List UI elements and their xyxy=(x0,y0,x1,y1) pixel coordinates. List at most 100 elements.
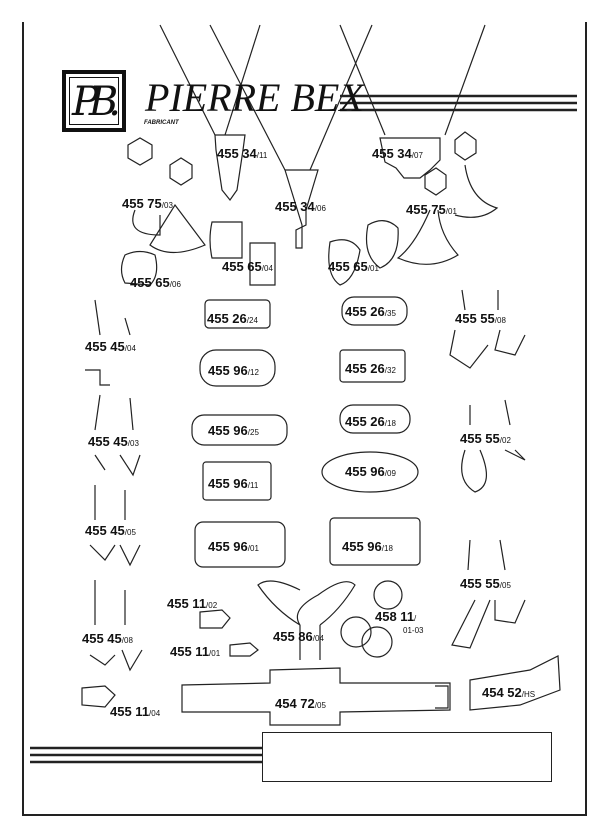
item-variant: /04 xyxy=(149,709,161,718)
item-code-label: 455 86/04 xyxy=(273,630,324,646)
item-variant: /08 xyxy=(121,636,133,645)
item-code: 455 96 xyxy=(208,363,248,378)
item-code-label: 455 96/18 xyxy=(342,540,393,556)
item-code-label: 455 65/04 xyxy=(222,260,273,276)
item-code-label: 455 26/18 xyxy=(345,415,396,431)
item-code-label: 455 11/01 xyxy=(170,645,220,661)
item-code-label: 455 45/03 xyxy=(88,435,139,451)
item-code: 455 45 xyxy=(82,631,122,646)
item-variant: /18 xyxy=(384,419,396,428)
item-code: 455 96 xyxy=(208,423,248,438)
item-code-label: 455 34/07 xyxy=(372,147,423,163)
pendant-45534-07 xyxy=(379,137,441,179)
item-code: 455 11 xyxy=(167,596,207,611)
item-variant: /02 xyxy=(206,601,218,610)
item-variant: /01 xyxy=(445,207,457,216)
item-variant: /25 xyxy=(247,428,259,437)
item-code: 455 96 xyxy=(208,476,248,491)
item-variant: /01 xyxy=(209,649,221,658)
plaques-45526-45596 xyxy=(191,296,421,568)
item-code: 455 96 xyxy=(345,464,385,479)
item-code: 454 52 xyxy=(482,685,522,700)
item-variant: /11 xyxy=(247,481,259,490)
item-variant: /04 xyxy=(312,634,324,643)
item-variant-range: 01-03 xyxy=(403,626,424,635)
item-code: 454 72 xyxy=(275,696,315,711)
earrings-45545 xyxy=(85,299,143,672)
item-variant: /07 xyxy=(411,151,423,160)
item-variant: /11 xyxy=(256,151,268,160)
item-variant: /HS xyxy=(521,690,536,699)
brand-monogram: PB. xyxy=(72,79,121,125)
item-code-label: 455 96/25 xyxy=(208,424,259,440)
item-code-label: 455 65/01 xyxy=(328,260,379,276)
item-code: 455 26 xyxy=(345,414,385,429)
brand-subtitle: FABRICANT xyxy=(144,120,179,126)
item-code: 455 96 xyxy=(208,539,248,554)
item-code: 455 75 xyxy=(122,196,162,211)
brooches-45565 xyxy=(120,220,399,286)
item-variant: /04 xyxy=(261,264,273,273)
item-code: 455 55 xyxy=(455,311,495,326)
item-code-label: 455 96/12 xyxy=(208,364,259,380)
item-variant: /06 xyxy=(314,204,326,213)
item-code: 455 26 xyxy=(207,311,247,326)
item-variant: /05 xyxy=(124,528,136,537)
item-code: 455 45 xyxy=(88,434,128,449)
earrings-45575 xyxy=(127,131,499,265)
item-code: 455 11 xyxy=(110,704,150,719)
butterfly-45586-04 xyxy=(257,580,356,660)
item-variant: /03 xyxy=(161,201,173,210)
page-frame xyxy=(22,22,587,816)
item-code-label: 455 11/04 xyxy=(110,705,160,721)
item-code-label: 455 26/24 xyxy=(207,312,258,328)
item-code: 455 34 xyxy=(275,199,315,214)
item-code-label: 455 45/05 xyxy=(85,524,136,540)
item-variant: /32 xyxy=(384,366,396,375)
footer-rules xyxy=(30,746,262,764)
item-code: 455 96 xyxy=(342,539,382,554)
item-code-label: 455 96/01 xyxy=(208,540,259,556)
item-code-label: 455 45/08 xyxy=(82,632,133,648)
item-code-label: 455 75/01 xyxy=(406,203,457,219)
item-variant: / xyxy=(414,614,417,623)
item-code: 455 26 xyxy=(345,361,385,376)
item-code: 455 65 xyxy=(328,259,368,274)
item-code-label: 455 96/11 xyxy=(208,477,258,493)
item-variant: /04 xyxy=(124,344,136,353)
item-code-label: 455 75/03 xyxy=(122,197,173,213)
item-variant: /12 xyxy=(247,368,259,377)
item-code-label: 455 34/06 xyxy=(275,200,326,216)
earrings-45555 xyxy=(449,289,526,649)
bow-45452-hs xyxy=(469,655,561,711)
item-code-label: 455 45/04 xyxy=(85,340,136,356)
item-variant: /05 xyxy=(499,581,511,590)
brand-logo: PB. xyxy=(62,70,126,132)
item-code: 455 86 xyxy=(273,629,313,644)
item-variant: /05 xyxy=(314,701,326,710)
item-variant: /02 xyxy=(499,436,511,445)
item-code-label: 454 52/HS xyxy=(482,686,535,702)
header-rules xyxy=(340,94,577,112)
item-code-label: 455 55/08 xyxy=(455,312,506,328)
item-code-label: 455 26/32 xyxy=(345,362,396,378)
item-code: 455 45 xyxy=(85,523,125,538)
item-code-label: 455 96/09 xyxy=(345,465,396,481)
item-code-label: 455 34/11 xyxy=(217,147,267,163)
item-variant: /03 xyxy=(127,439,139,448)
rings-45811 xyxy=(340,580,403,658)
item-code-label: 455 55/05 xyxy=(460,577,511,593)
item-variant: /01 xyxy=(367,264,379,273)
item-code-label: 454 72/05 xyxy=(275,697,326,713)
brand-name: PIERRE BEX xyxy=(145,75,364,120)
brooches-45511 xyxy=(81,609,259,708)
item-code: 455 55 xyxy=(460,431,500,446)
item-variant: /24 xyxy=(246,316,258,325)
item-code-label: 455 65/06 xyxy=(130,276,181,292)
item-code-label: 455 55/02 xyxy=(460,432,511,448)
item-code: 455 75 xyxy=(406,202,446,217)
item-code: 455 65 xyxy=(130,275,170,290)
item-code: 458 11 xyxy=(375,609,415,624)
item-code: 455 45 xyxy=(85,339,125,354)
item-code: 455 65 xyxy=(222,259,262,274)
